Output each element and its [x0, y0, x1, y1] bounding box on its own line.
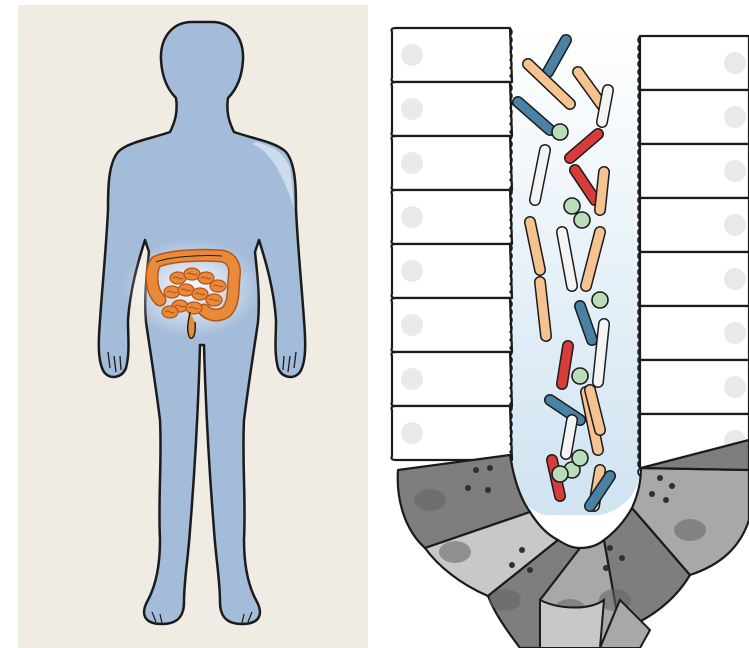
cell-nucleus [724, 214, 746, 236]
secretory-granule [657, 475, 663, 481]
secretory-granule [603, 565, 609, 571]
secretory-granule [487, 465, 493, 471]
secretory-granule [607, 545, 613, 551]
cell-nucleus [401, 422, 423, 444]
coccus-bacterium [574, 212, 590, 228]
secretory-granule [663, 497, 669, 503]
rod-bacterium [540, 282, 546, 336]
cell-nucleus [724, 268, 746, 290]
secretory-granule [485, 487, 491, 493]
cell-nucleus [489, 589, 521, 611]
secretory-granule [519, 547, 525, 553]
cell-nucleus [401, 152, 423, 174]
stem-cell [540, 600, 604, 648]
secretory-granule [649, 491, 655, 497]
secretory-granule [473, 467, 479, 473]
cell-nucleus [724, 376, 746, 398]
cell-nucleus [401, 260, 423, 282]
rod-bacterium [598, 324, 604, 382]
cell-nucleus [674, 519, 706, 541]
rod-bacterium [600, 172, 604, 210]
cell-nucleus [401, 314, 423, 336]
coccus-bacterium [572, 450, 588, 466]
left-epithelial-cells [392, 28, 513, 476]
cell-nucleus [401, 368, 423, 390]
coccus-bacterium [564, 198, 580, 214]
rod-bacterium [602, 90, 608, 122]
secretory-granule [509, 562, 515, 568]
secretory-granule [465, 485, 471, 491]
cell-nucleus [724, 160, 746, 182]
cell-nucleus [401, 98, 423, 120]
rod-bacterium [562, 346, 568, 384]
coccus-bacterium [592, 292, 608, 308]
cell-nucleus [724, 322, 746, 344]
rod-bacterium [566, 420, 572, 454]
coccus-bacterium [572, 368, 588, 384]
cell-nucleus [414, 489, 446, 511]
cell-nucleus [724, 52, 746, 74]
cell-nucleus [401, 44, 423, 66]
cell-nucleus [401, 206, 423, 228]
cell-nucleus [439, 541, 471, 563]
secretory-granule [527, 567, 533, 573]
secretory-granule [669, 483, 675, 489]
secretory-granule [619, 555, 625, 561]
intestinal-crypt-diagram [392, 28, 749, 648]
coccus-bacterium [552, 466, 568, 482]
coccus-bacterium [552, 124, 568, 140]
right-epithelial-cells [638, 36, 749, 476]
cell-nucleus [724, 106, 746, 128]
human-body-figure [99, 22, 305, 624]
